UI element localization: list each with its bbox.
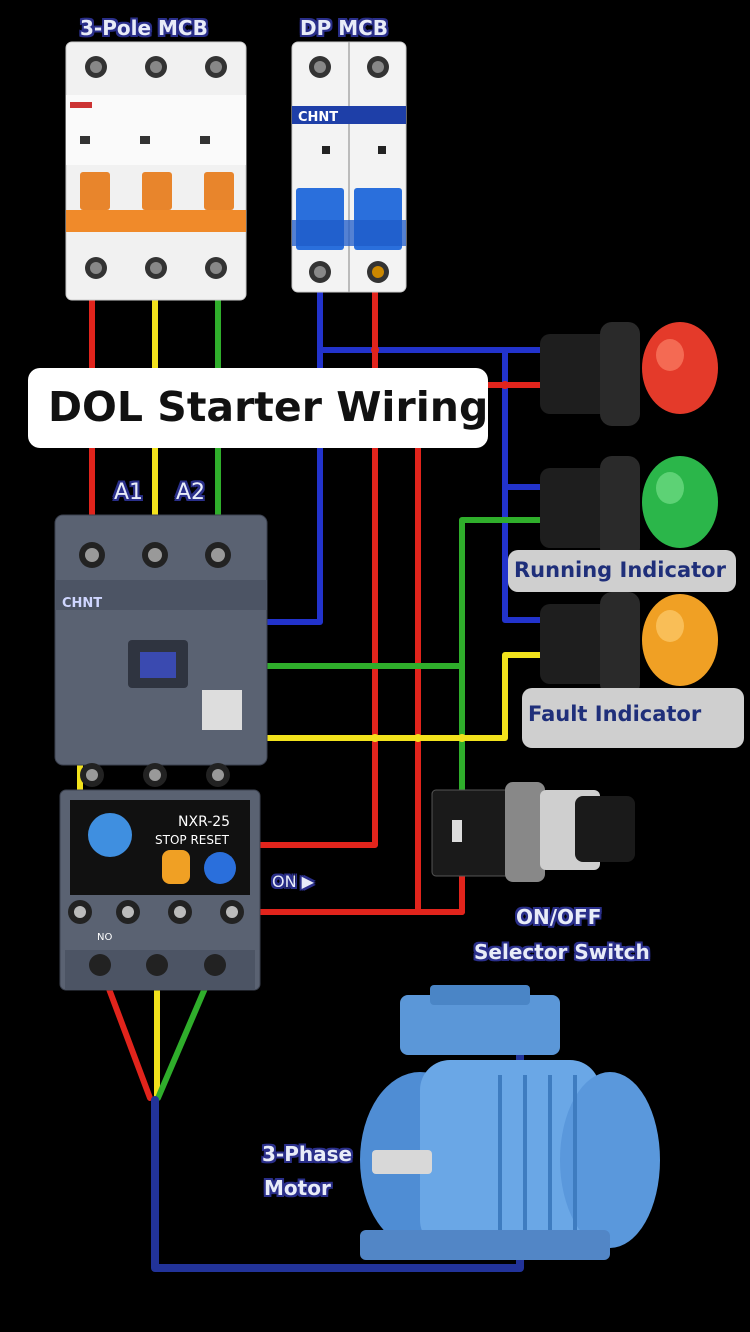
wire-blue-lamps bbox=[502, 347, 543, 623]
page-title: DOL Starter Wiring bbox=[48, 383, 489, 431]
relay-buttons: STOP RESET bbox=[155, 833, 230, 847]
overload-relay[interactable]: NXR-25 STOP RESET NO bbox=[59, 789, 261, 991]
label-dp-mcb: DP MCB bbox=[300, 16, 389, 40]
contactor-brand: CHNT bbox=[62, 596, 102, 611]
label-3-pole-mcb: 3-Pole MCB bbox=[80, 16, 208, 40]
mcb-dp[interactable]: CHNT bbox=[291, 41, 407, 293]
label-running-indicator: Running Indicator bbox=[514, 558, 726, 582]
label-switch-line1: ON/OFF bbox=[516, 905, 602, 929]
relay-no-label: NO bbox=[97, 932, 112, 943]
label-relay-on: ON ▶ bbox=[272, 872, 314, 891]
relay-model: NXR-25 bbox=[178, 814, 230, 830]
contactor[interactable]: CHNT bbox=[54, 514, 268, 787]
title-box bbox=[28, 368, 488, 448]
label-a1: A1 bbox=[114, 480, 144, 505]
motor[interactable] bbox=[360, 985, 660, 1260]
label-motor-line1: 3-Phase bbox=[262, 1142, 353, 1166]
junctions bbox=[371, 346, 509, 742]
indicator-amber[interactable] bbox=[540, 592, 718, 696]
indicator-red[interactable] bbox=[540, 322, 718, 426]
indicator-green[interactable] bbox=[540, 456, 718, 560]
label-switch-line2: Selector Switch bbox=[474, 940, 650, 964]
label-a2: A2 bbox=[176, 480, 206, 505]
running-indicator-box bbox=[508, 550, 736, 592]
fault-indicator-box bbox=[522, 688, 744, 748]
selector-switch[interactable] bbox=[431, 782, 635, 882]
label-motor-line2: Motor bbox=[264, 1176, 331, 1200]
dp-mcb-brand: CHNT bbox=[298, 110, 338, 125]
label-fault-indicator: Fault Indicator bbox=[528, 702, 702, 726]
mcb-3-pole[interactable] bbox=[65, 41, 247, 301]
